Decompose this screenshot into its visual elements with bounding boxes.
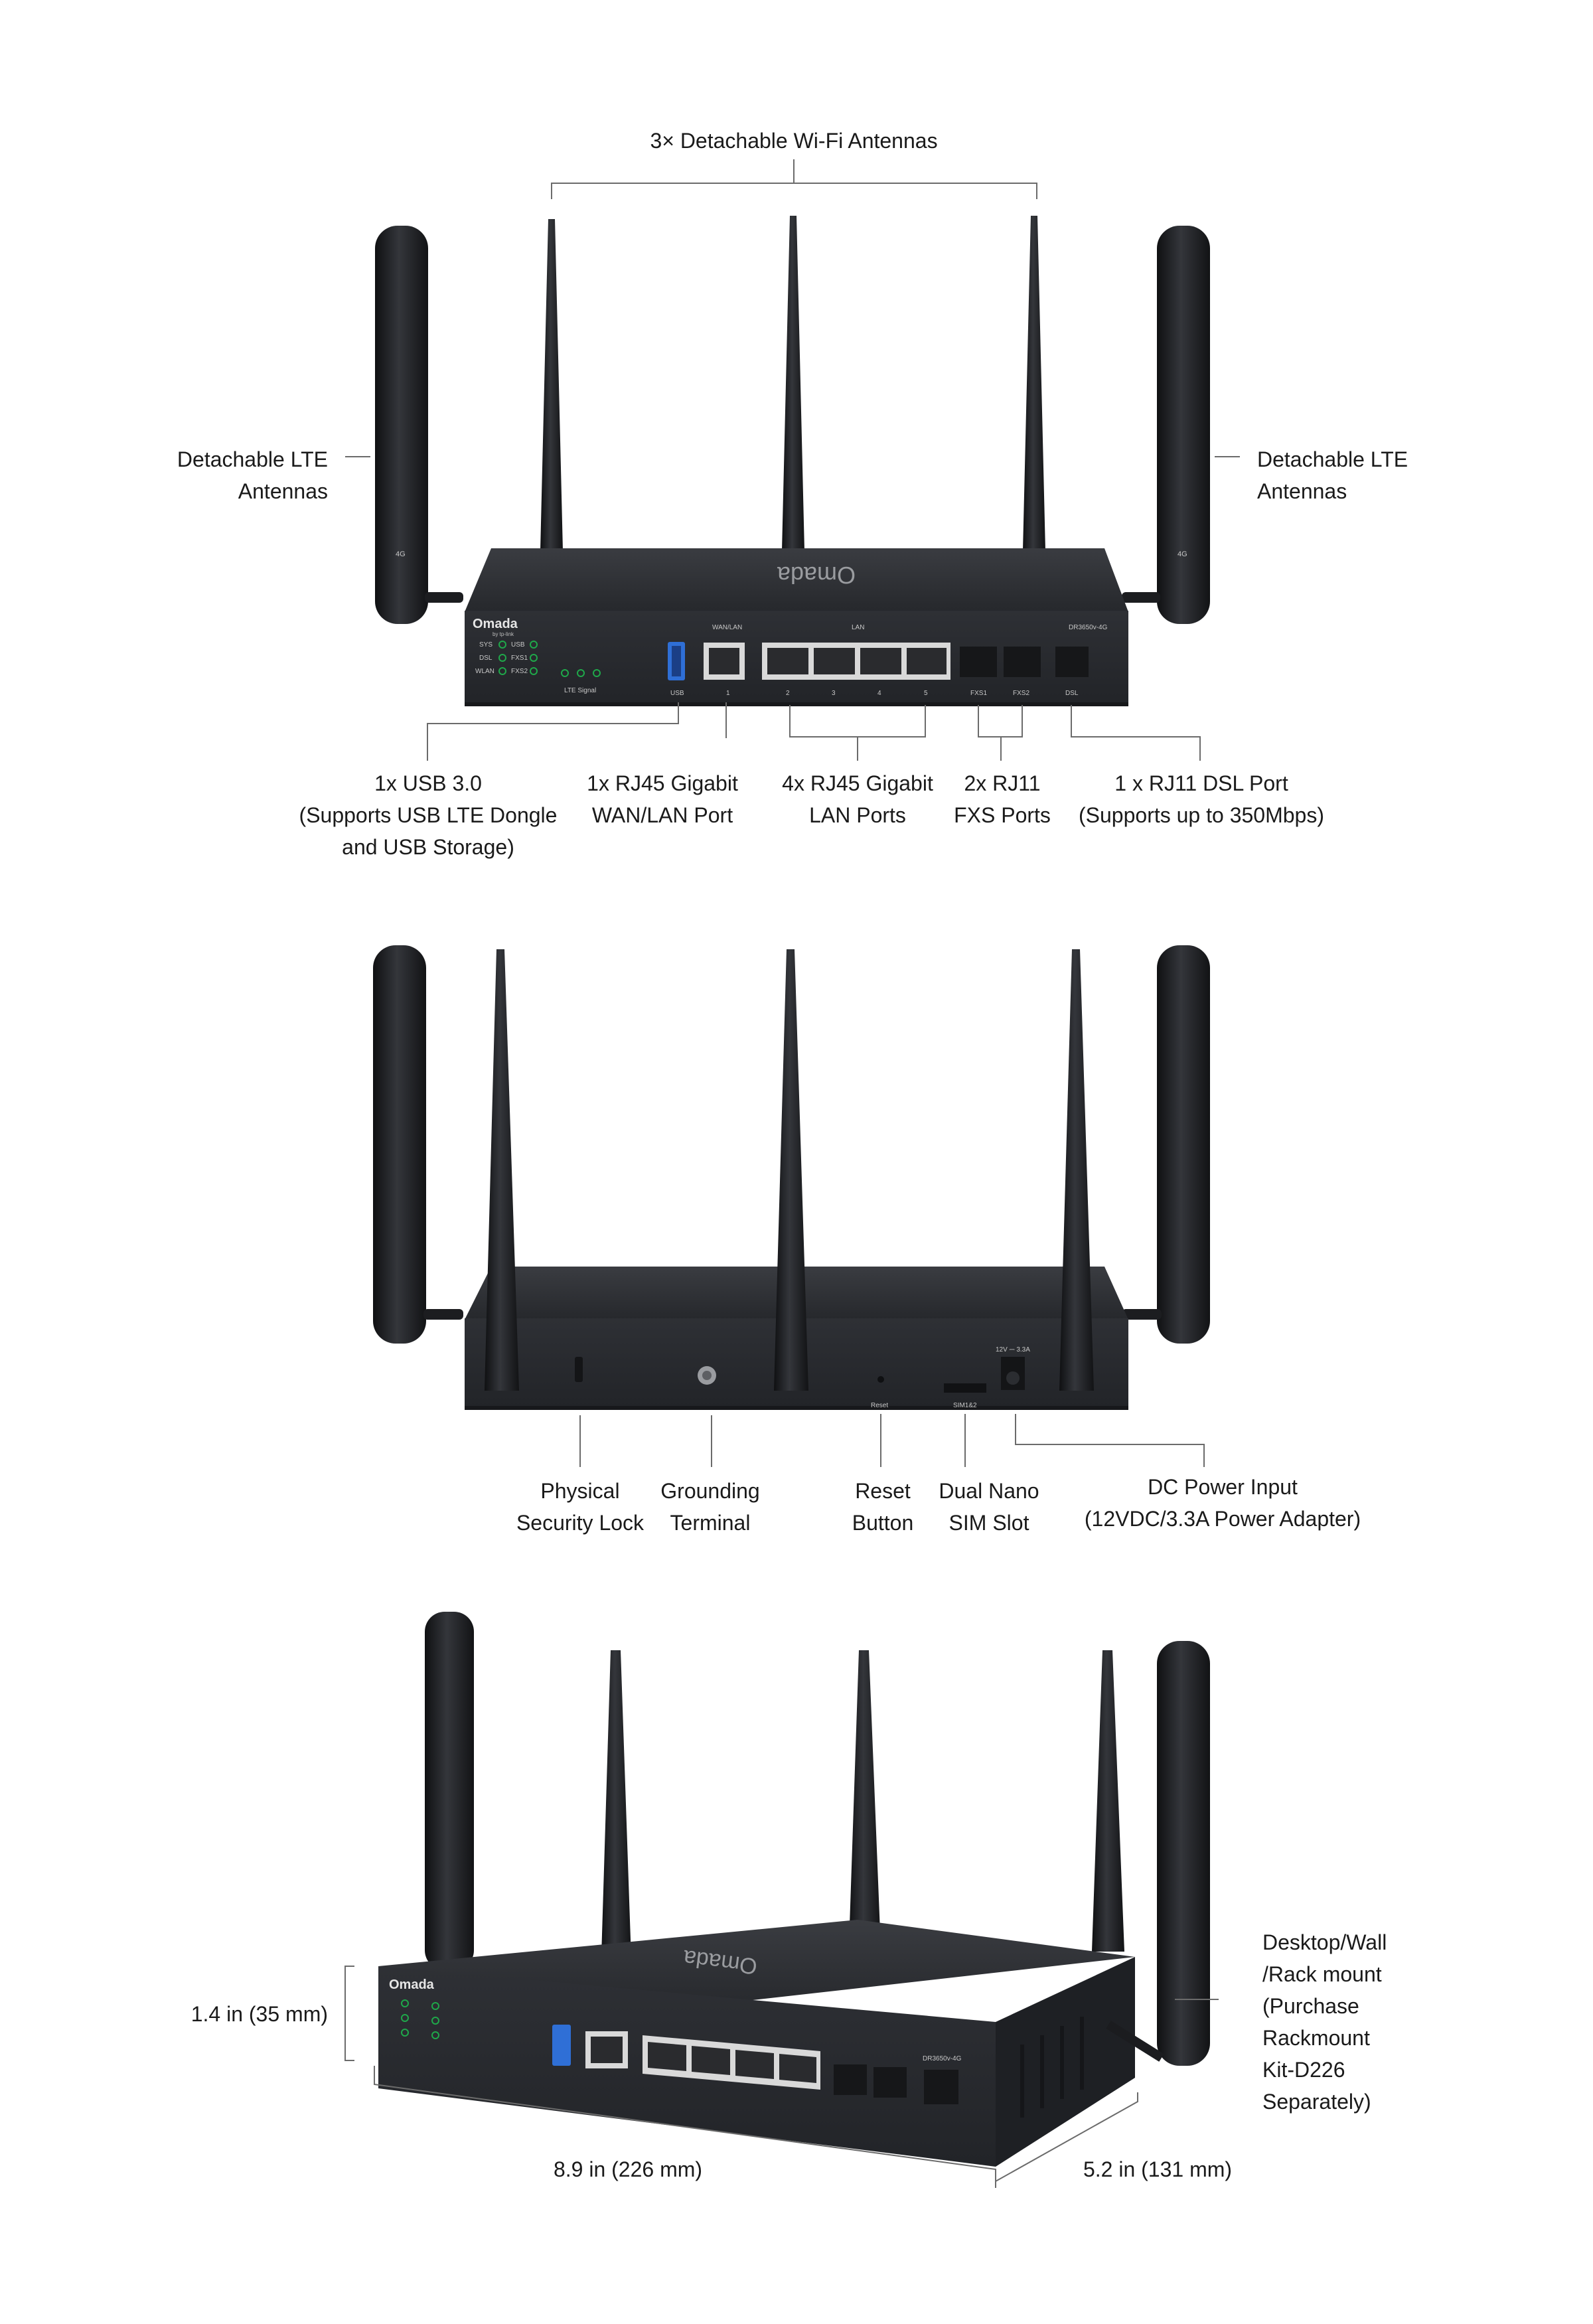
svg-text:FXS2: FXS2 — [511, 668, 528, 675]
dc-power-label: DC Power Input (12VDC/3.3A Power Adapter… — [1084, 1475, 1361, 1531]
svg-text:FXS1: FXS1 — [511, 655, 528, 662]
wifi-antenna-2 — [782, 216, 804, 551]
svg-text:4: 4 — [877, 690, 881, 697]
svg-text:LAN: LAN — [852, 624, 864, 631]
wifi-antennas-label: 3× Detachable Wi-Fi Antennas — [650, 129, 938, 153]
wifi-antenna-3 — [1023, 216, 1045, 551]
lte-antennas-right-label: Detachable LTE Antennas — [1257, 447, 1408, 503]
front-view-device: 4G 4G Omada Omada by tp-link SYSDSLWLAN … — [375, 216, 1210, 706]
wifi-antenna-back-2 — [774, 949, 808, 1391]
svg-text:USB: USB — [511, 641, 525, 649]
dimension-lines — [344, 1966, 1219, 2188]
brand-logo-top: Omada — [777, 562, 856, 589]
back-callout-lines — [579, 1414, 1205, 1467]
svg-text:Omada: Omada — [389, 1977, 435, 1992]
width-dimension-label: 8.9 in (226 mm) — [553, 2157, 703, 2181]
svg-text:FXS2: FXS2 — [1013, 690, 1029, 697]
height-dimension-label: 1.4 in (35 mm) — [190, 2002, 328, 2026]
dsl-port-label: 1 x RJ11 DSL Port (Supports up to 350Mbp… — [1079, 771, 1324, 827]
svg-text:Omada: Omada — [473, 617, 518, 631]
svg-text:by tp-link: by tp-link — [493, 631, 514, 637]
lte-antenna-right — [1157, 226, 1210, 624]
svg-text:DSL: DSL — [1065, 690, 1079, 697]
lte-antennas-left-label: Detachable LTE Antennas — [177, 447, 328, 503]
svg-text:1: 1 — [726, 690, 730, 697]
lte-antenna-back-left — [373, 945, 426, 1344]
wan-port-label: 1x RJ45 Gigabit WAN/LAN Port — [587, 771, 738, 827]
svg-text:LTE Signal: LTE Signal — [564, 687, 596, 694]
grounding-terminal-label: Grounding Terminal — [660, 1479, 760, 1535]
svg-text:Reset: Reset — [871, 1402, 888, 1409]
svg-text:WAN/LAN: WAN/LAN — [712, 624, 742, 631]
svg-text:2: 2 — [786, 690, 790, 697]
svg-text:5: 5 — [924, 690, 928, 697]
svg-text:WLAN: WLAN — [475, 668, 494, 675]
wifi-antenna-back-3 — [1059, 949, 1094, 1391]
fxs-ports-label: 2x RJ11 FXS Ports — [954, 771, 1051, 827]
sim-slot-label: Dual Nano SIM Slot — [939, 1479, 1039, 1535]
wifi-antenna-1 — [540, 219, 563, 551]
svg-text:FXS1: FXS1 — [970, 690, 987, 697]
back-view-device: Reset SIM1&2 12V ⎓ 3.3A — [373, 945, 1210, 1410]
svg-text:3: 3 — [832, 690, 836, 697]
usb-port-label: 1x USB 3.0 (Supports USB LTE Dongle and … — [299, 771, 558, 859]
svg-text:4G: 4G — [396, 550, 406, 558]
perspective-view-device: Omada Omada DR365 — [378, 1612, 1210, 2167]
svg-text:12V ⎓ 3.3A: 12V ⎓ 3.3A — [996, 1346, 1030, 1354]
svg-text:SYS: SYS — [479, 641, 493, 649]
svg-text:4G: 4G — [1177, 550, 1187, 558]
svg-text:SIM1&2: SIM1&2 — [953, 1402, 977, 1409]
depth-dimension-label: 5.2 in (131 mm) — [1083, 2157, 1233, 2181]
svg-text:DSL: DSL — [479, 655, 493, 662]
lan-ports-label: 4x RJ45 Gigabit LAN Ports — [782, 771, 933, 827]
security-lock-label: Physical Security Lock — [516, 1479, 645, 1535]
svg-text:DR3650v-4G: DR3650v-4G — [1069, 624, 1108, 631]
front-callout-lines — [345, 159, 1240, 761]
wifi-antenna-back-1 — [485, 949, 519, 1391]
lte-antenna-left — [375, 226, 428, 624]
svg-text:DR3650v-4G: DR3650v-4G — [923, 2055, 962, 2062]
mount-options-label: Desktop/Wall /Rack mount (Purchase Rackm… — [1262, 1930, 1387, 2114]
svg-text:USB: USB — [670, 690, 684, 697]
reset-button-label: Reset Button — [852, 1479, 914, 1535]
lte-antenna-back-right — [1157, 945, 1210, 1344]
